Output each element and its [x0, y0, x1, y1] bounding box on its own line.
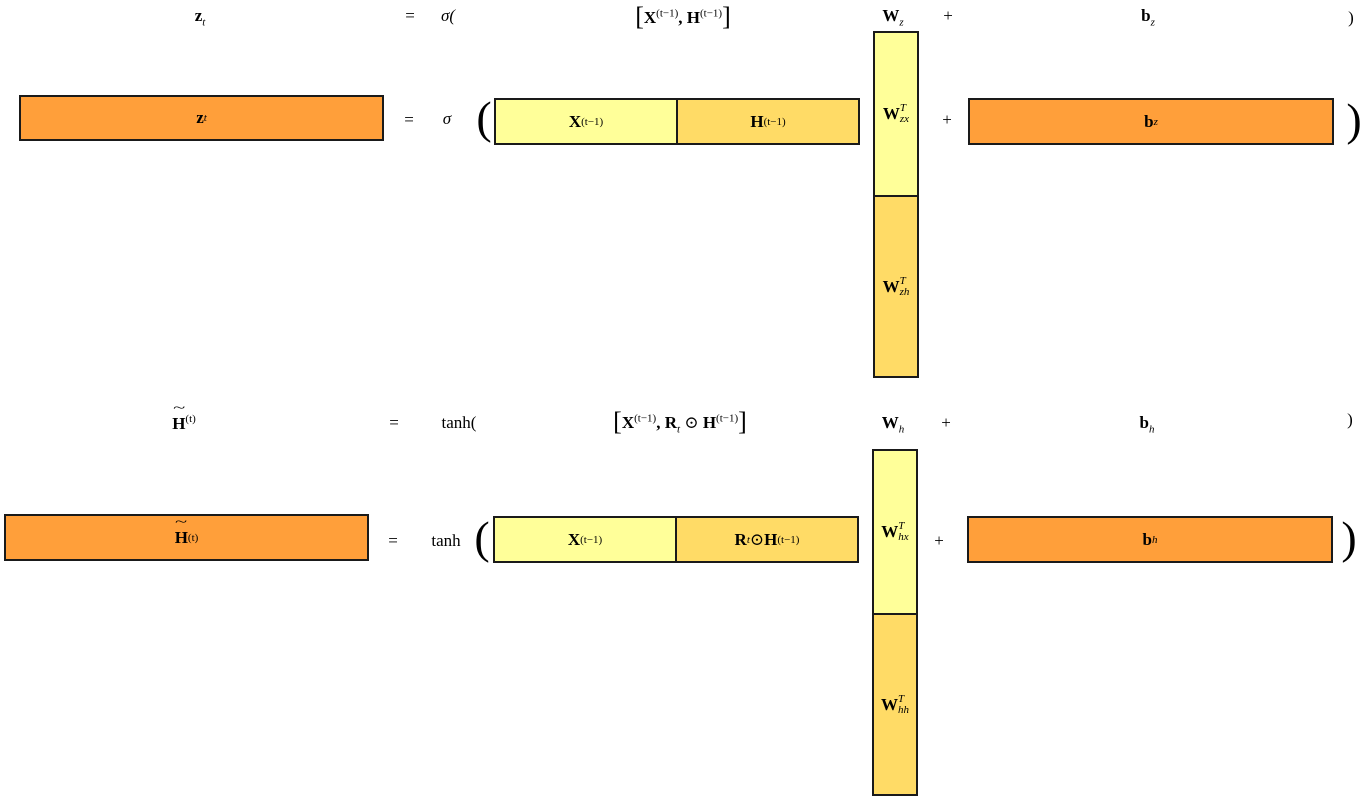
h-block-plus: +: [934, 531, 944, 550]
z-block-open-paren: (: [476, 92, 492, 143]
h-compact-weight: Wh: [881, 413, 905, 436]
z-compact-concat: [X(t−1), H(t−1)]: [635, 2, 731, 31]
z-block-equals: =: [404, 110, 414, 129]
h-compact-tanh: tanh(: [441, 413, 477, 432]
z-block-plus: +: [942, 110, 952, 129]
h-block-close-paren: ): [1341, 512, 1357, 563]
z-compact-sigma: σ(: [440, 6, 456, 25]
z-compact-bias: bz: [1141, 6, 1155, 29]
z-compact-lhs: zt: [194, 6, 206, 29]
h-compact-plus: +: [941, 413, 951, 432]
h-compact-bias: bh: [1139, 413, 1155, 436]
h-block-open-paren: (: [474, 512, 490, 563]
z-h-block: H(t−1): [676, 98, 860, 145]
h-compact-lhs: H(t): [172, 413, 196, 434]
z-compact-weight: Wz: [882, 6, 904, 29]
z-compact-close: ): [1348, 8, 1354, 27]
z-block-sigma: σ: [442, 109, 452, 128]
z-x-block: X(t−1): [494, 98, 678, 145]
h-compact-close: ): [1347, 410, 1353, 429]
h-block-equals: =: [388, 531, 398, 550]
h-output-block: H(t): [4, 514, 369, 561]
h-compact-equals: =: [389, 413, 399, 432]
h-block-tanh: tanh: [431, 531, 461, 550]
z-compact-plus: +: [943, 6, 953, 25]
h-x-block: X(t−1): [493, 516, 677, 563]
z-compact-equals: =: [405, 6, 415, 25]
z-block-close-paren: ): [1346, 94, 1362, 145]
h-compact-concat: [X(t−1), Rt ⊙ H(t−1)]: [613, 407, 747, 436]
